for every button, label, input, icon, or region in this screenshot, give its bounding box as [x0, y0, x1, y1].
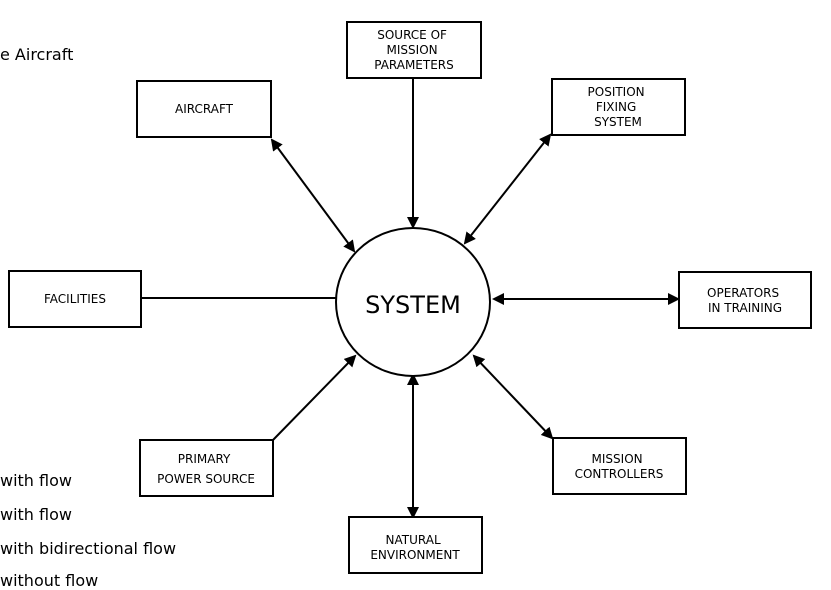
svg-text:NATURAL ENVIRONMENT: NATURAL ENVIRONMENT: [370, 533, 460, 562]
aircraft-node: AIRCRAFT: [136, 80, 272, 138]
operators-in-training-node: OPERATORS IN TRAINING: [678, 271, 812, 329]
source-of-mission-parameters-node: SOURCE OF MISSION PARAMETERS: [346, 21, 482, 79]
system-node: SYSTEM: [335, 227, 491, 377]
facilities-label: FACILITIES: [44, 292, 106, 306]
primary-line-2: POWER SOURCE: [157, 472, 255, 486]
connector-aircraft-system: [270, 138, 356, 253]
natural-environment-node: NATURAL ENVIRONMENT: [348, 516, 483, 574]
mission-line-1: MISSION: [592, 452, 643, 466]
primary-line-1: PRIMARY: [178, 452, 231, 466]
caption-fragment: e Aircraft: [0, 45, 74, 64]
svg-text:PRIMARY POWER SOURCE: PRIMARY POWER SOURCE: [157, 452, 255, 486]
facilities-node: FACILITIES: [8, 270, 142, 328]
position-fixing-system-node: POSITION FIXING SYSTEM: [551, 78, 686, 136]
svg-text:SOURCE OF MISSION: SOURCE OF MISSION PARAMETERS: [374, 28, 454, 72]
source-line-1: SOURCE OF: [377, 28, 447, 42]
svg-text:AIRCRAFT: AIRCRAFT: [175, 102, 234, 116]
natural-line-2: ENVIRONMENT: [370, 548, 460, 562]
position-line-1: POSITION: [588, 85, 645, 99]
legend-fragment-1: with flow: [0, 471, 72, 490]
position-line-3: SYSTEM: [594, 115, 642, 129]
aircraft-label: AIRCRAFT: [175, 102, 234, 116]
legend-fragment-2: with flow: [0, 505, 72, 524]
mission-line-2: CONTROLLERS: [575, 467, 664, 481]
legend-fragment-4: without flow: [0, 571, 99, 590]
source-line-3: PARAMETERS: [374, 58, 454, 72]
source-line-2: MISSION: [387, 43, 438, 57]
operators-line-1: OPERATORS: [707, 286, 779, 300]
connector-system-mission: [472, 354, 554, 440]
operators-line-2: IN TRAINING: [708, 301, 782, 315]
mission-controllers-node: MISSION CONTROLLERS: [552, 437, 687, 495]
svg-text:FACILITIES: FACILITIES: [44, 292, 106, 306]
connector-primary-system: [272, 354, 357, 441]
primary-power-source-node: PRIMARY POWER SOURCE: [139, 439, 274, 497]
position-line-2: FIXING: [596, 100, 636, 114]
svg-text:POSITION FIXING SY: POSITION FIXING SYSTEM: [588, 85, 649, 129]
natural-line-1: NATURAL: [386, 533, 441, 547]
connector-position-system: [463, 133, 552, 245]
legend-fragment-3: with bidirectional flow: [0, 539, 177, 558]
svg-text:OPERATORS IN TRAINING: OPERATORS IN TRAINING: [707, 286, 783, 315]
system-label: SYSTEM: [365, 291, 461, 319]
svg-text:MISSION CONTROLLERS: MISSION CONTROLLERS: [575, 452, 664, 481]
